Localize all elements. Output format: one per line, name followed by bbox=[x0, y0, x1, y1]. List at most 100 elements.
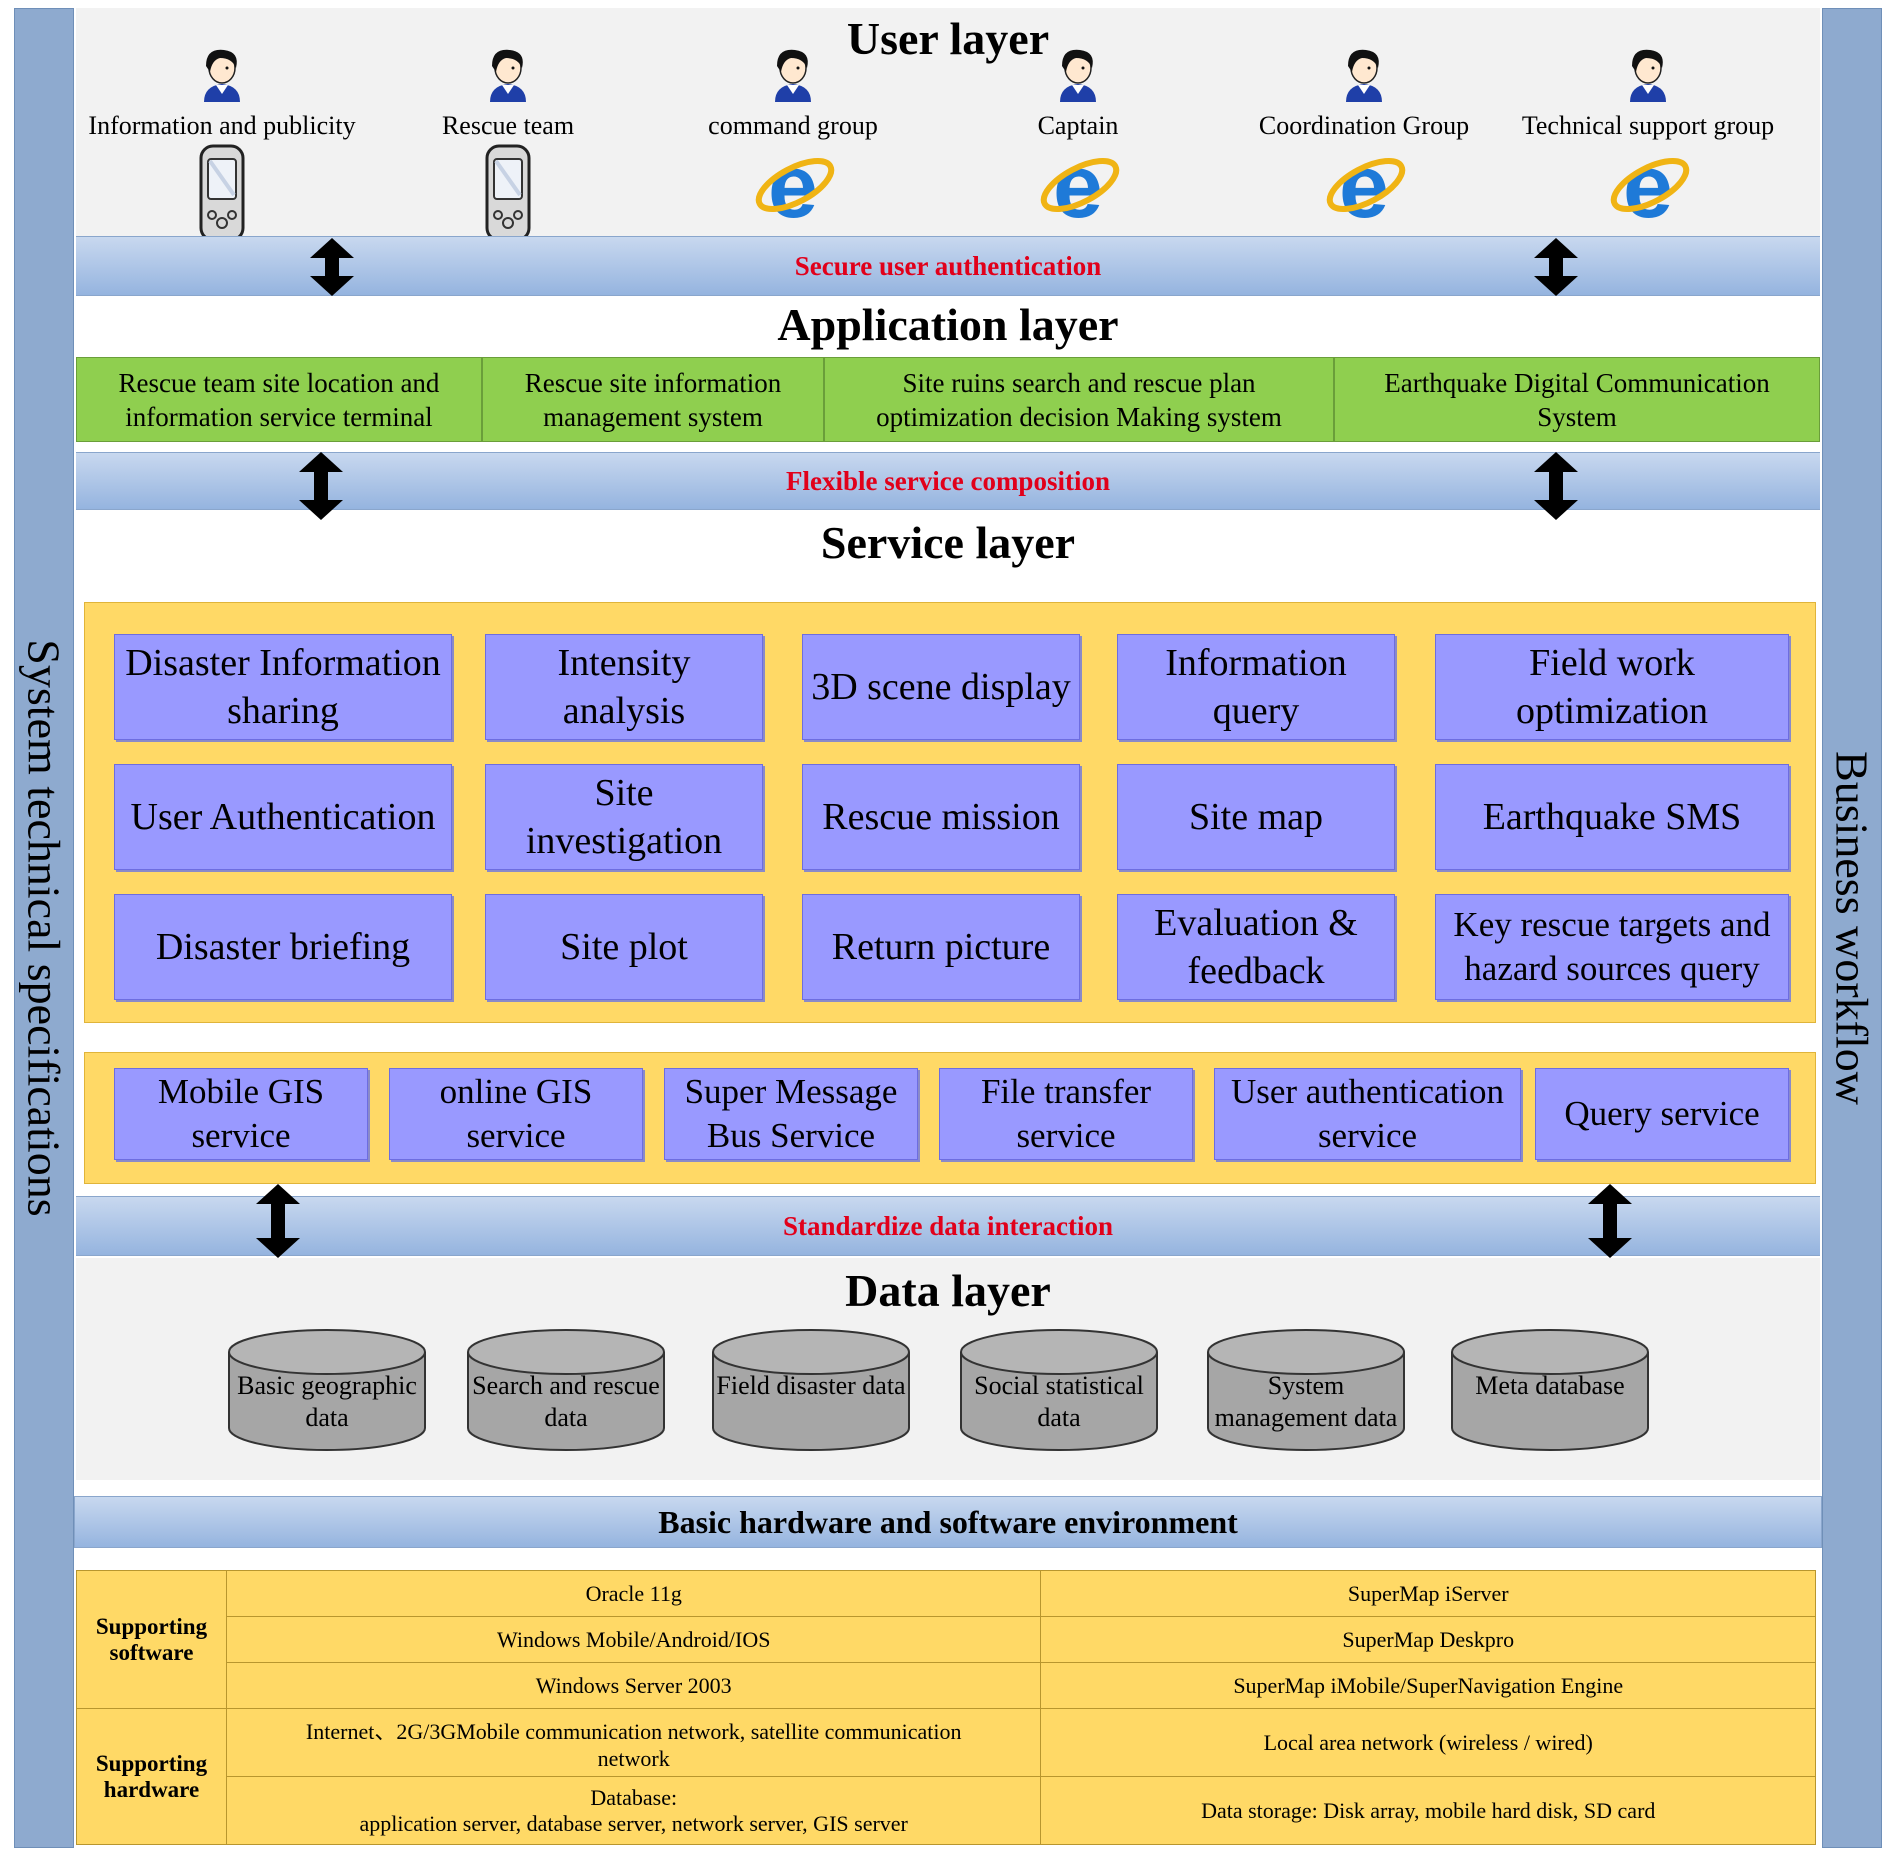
service-box: Rescue mission bbox=[802, 764, 1080, 870]
service-box: Site investigation bbox=[485, 764, 763, 870]
svg-text:e: e bbox=[768, 143, 818, 231]
service-box: Disaster Information sharing bbox=[114, 634, 452, 740]
service-box: Intensity analysis bbox=[485, 634, 763, 740]
service-layer-title: Service layer bbox=[820, 517, 1076, 568]
double-arrow-icon bbox=[1534, 238, 1578, 296]
person-icon bbox=[1060, 49, 1096, 102]
app-rescue-terminal: Rescue team site location and informatio… bbox=[76, 357, 482, 442]
user-role-label: Technical support group bbox=[1521, 111, 1775, 140]
service-box: Return picture bbox=[802, 894, 1080, 1000]
user-role-label: Information and publicity bbox=[88, 111, 356, 140]
base-service-box: User authentication service bbox=[1214, 1068, 1521, 1160]
svg-text:e: e bbox=[1623, 143, 1673, 231]
user-role-label: Captain bbox=[1037, 111, 1119, 140]
environment-table: Supporting software Oracle 11g SuperMap … bbox=[76, 1570, 1816, 1845]
mobile-device-icon bbox=[485, 144, 531, 242]
software-cell: SuperMap iMobile/SuperNavigation Engine bbox=[1040, 1662, 1816, 1709]
user-role: command group e bbox=[648, 46, 938, 237]
auth-band-label: Secure user authentication bbox=[794, 250, 1102, 281]
user-role: Coordination Group e bbox=[1219, 46, 1509, 237]
user-role: Captain e bbox=[933, 46, 1223, 237]
software-cell: SuperMap Deskpro bbox=[1040, 1616, 1816, 1663]
internet-explorer-icon: e bbox=[1326, 137, 1406, 237]
data-interaction-band-label: Standardize data interaction bbox=[783, 1210, 1113, 1241]
person-icon bbox=[1630, 49, 1666, 102]
user-role: Rescue team bbox=[363, 46, 653, 248]
internet-explorer-icon: e bbox=[755, 137, 835, 237]
user-role-label: Rescue team bbox=[441, 111, 575, 140]
base-service-box: online GIS service bbox=[389, 1068, 643, 1160]
service-box: Site map bbox=[1117, 764, 1395, 870]
database-label: Field disaster data bbox=[716, 1371, 906, 1400]
person-icon bbox=[775, 49, 811, 102]
app-ruins-search-decision: Site ruins search and rescue plan optimi… bbox=[824, 357, 1334, 442]
auth-band: Secure user authentication bbox=[76, 236, 1820, 296]
double-arrow-icon bbox=[1588, 1184, 1632, 1258]
software-cell: Windows Mobile/Android/IOS bbox=[225, 1616, 1042, 1663]
database-cylinder: Social statistical data bbox=[959, 1328, 1159, 1453]
user-role-label: Coordination Group bbox=[1258, 111, 1470, 140]
person-icon bbox=[490, 49, 526, 102]
person-icon bbox=[204, 49, 240, 102]
software-cell: Windows Server 2003 bbox=[225, 1662, 1042, 1709]
data-layer-title: Data layer bbox=[845, 1265, 1051, 1316]
svg-text:e: e bbox=[1339, 143, 1389, 231]
service-box: Disaster briefing bbox=[114, 894, 452, 1000]
composition-band: Flexible service composition bbox=[76, 452, 1820, 510]
service-box: 3D scene display bbox=[802, 634, 1080, 740]
app-earthquake-communication: Earthquake Digital Communication System bbox=[1334, 357, 1820, 442]
service-box: Earthquake SMS bbox=[1435, 764, 1789, 870]
person-icon bbox=[1346, 49, 1382, 102]
base-service-box: Query service bbox=[1535, 1068, 1789, 1160]
environment-header: Basic hardware and software environment bbox=[74, 1496, 1822, 1548]
base-service-box: File transfer service bbox=[939, 1068, 1193, 1160]
app-site-info-management: Rescue site information management syste… bbox=[482, 357, 824, 442]
database-cylinder: Search and rescue data bbox=[466, 1328, 666, 1453]
database-label: Meta database bbox=[1475, 1371, 1625, 1400]
user-role: Technical support group e bbox=[1503, 46, 1793, 237]
supporting-hardware-label: Supporting hardware bbox=[76, 1708, 227, 1845]
application-layer-title: Application layer bbox=[777, 299, 1119, 350]
left-sidebar: System technical specifications bbox=[14, 8, 74, 1848]
software-cell: SuperMap iServer bbox=[1040, 1570, 1816, 1617]
internet-explorer-icon: e bbox=[1040, 137, 1120, 237]
double-arrow-icon bbox=[1534, 452, 1578, 520]
database-label: Basic geographic data bbox=[237, 1371, 417, 1432]
data-interaction-band: Standardize data interaction bbox=[76, 1196, 1820, 1256]
database-cylinder: Field disaster data bbox=[711, 1328, 911, 1453]
double-arrow-icon bbox=[256, 1184, 300, 1258]
mobile-device-icon bbox=[199, 144, 245, 242]
software-cell: Oracle 11g bbox=[225, 1570, 1042, 1617]
service-box: Field work optimization bbox=[1435, 634, 1789, 740]
right-sidebar: Business workflow bbox=[1822, 8, 1882, 1848]
left-sidebar-label: System technical specifications bbox=[18, 639, 70, 1217]
double-arrow-icon bbox=[299, 452, 343, 520]
service-box: Site plot bbox=[485, 894, 763, 1000]
user-layer: User layer bbox=[76, 8, 1820, 236]
right-sidebar-label: Business workflow bbox=[1826, 751, 1878, 1105]
base-service-box: Mobile GIS service bbox=[114, 1068, 368, 1160]
service-box: Information query bbox=[1117, 634, 1395, 740]
base-service-box: Super Message Bus Service bbox=[664, 1068, 918, 1160]
service-box: User Authentication bbox=[114, 764, 452, 870]
database-cylinder: Basic geographic data bbox=[227, 1328, 427, 1453]
service-box: Key rescue targets and hazard sources qu… bbox=[1435, 894, 1789, 1000]
hardware-cell: Local area network (wireless / wired) bbox=[1040, 1708, 1816, 1777]
hardware-cell: Internet、2G/3GMobile communication netwo… bbox=[225, 1708, 1042, 1777]
hardware-cell: Data storage: Disk array, mobile hard di… bbox=[1040, 1776, 1816, 1845]
user-layer-title: User layer bbox=[846, 13, 1050, 64]
hardware-cell: Database: application server, database s… bbox=[225, 1776, 1042, 1845]
user-role-label: command group bbox=[708, 111, 878, 140]
supporting-software-label: Supporting software bbox=[76, 1570, 227, 1709]
database-label: Search and rescue data bbox=[472, 1371, 660, 1432]
environment-title: Basic hardware and software environment bbox=[658, 1503, 1238, 1540]
composition-band-label: Flexible service composition bbox=[786, 465, 1110, 496]
database-cylinder: Meta database bbox=[1450, 1328, 1650, 1453]
double-arrow-icon bbox=[310, 238, 354, 296]
svg-text:e: e bbox=[1053, 143, 1103, 231]
user-role: Information and publicity bbox=[77, 46, 367, 248]
service-box: Evaluation & feedback bbox=[1117, 894, 1395, 1000]
database-label: Social statistical data bbox=[974, 1371, 1144, 1432]
internet-explorer-icon: e bbox=[1610, 137, 1690, 237]
database-cylinder: System management data bbox=[1206, 1328, 1406, 1453]
